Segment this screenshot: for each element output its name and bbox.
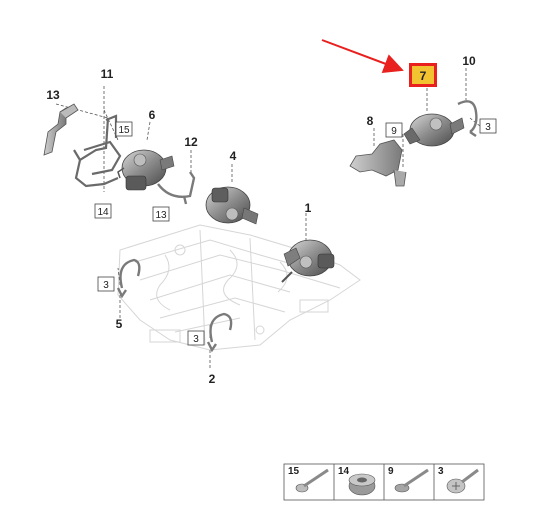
legend-label-15: 15 (288, 466, 300, 477)
callout-3b: 3 (193, 334, 199, 345)
callout-14-box[interactable]: 14 (94, 203, 112, 219)
callout-15-box[interactable]: 15 (115, 121, 133, 137)
callout-3c-box[interactable]: 3 (479, 118, 497, 134)
legend-label-3: 3 (438, 466, 444, 477)
callout-3a: 3 (103, 280, 109, 291)
callout-15: 15 (118, 125, 130, 136)
callout-13-box[interactable]: 13 (152, 206, 170, 222)
callout-10[interactable]: 10 (462, 54, 476, 68)
callout-3b-box[interactable]: 3 (187, 330, 205, 346)
fastener-legend: 15 14 9 3 (283, 463, 485, 501)
part-8-bracket[interactable] (349, 139, 407, 187)
callout-5[interactable]: 5 (116, 317, 123, 331)
callout-7-label: 7 (420, 69, 427, 83)
part-7-pump[interactable] (403, 113, 465, 147)
flange-bolt-icon (394, 468, 429, 493)
callout-4[interactable]: 4 (230, 149, 237, 163)
part-2-clamp[interactable] (206, 312, 233, 353)
callout-7-highlight[interactable]: 7 (409, 63, 437, 87)
callout-13-boxed: 13 (155, 210, 167, 221)
part-1-pump[interactable] (281, 239, 335, 283)
callout-3a-box[interactable]: 3 (97, 276, 115, 292)
legend-label-14: 14 (338, 466, 350, 477)
grommet-icon (348, 473, 376, 496)
pointer-arrow (321, 39, 404, 74)
engine-outline-ghost (117, 224, 361, 351)
part-13-bracket[interactable] (43, 103, 79, 156)
part-6-pump[interactable] (117, 149, 175, 191)
callout-8[interactable]: 8 (367, 114, 374, 128)
callout-1[interactable]: 1 (305, 201, 312, 215)
part-5-clamp[interactable] (116, 258, 141, 299)
callout-6[interactable]: 6 (149, 108, 156, 122)
callout-9-box[interactable]: 9 (385, 122, 403, 138)
legend-item-9[interactable]: 9 (388, 466, 429, 493)
part-10-clamp[interactable] (457, 100, 478, 137)
callout-3c: 3 (485, 122, 491, 133)
callout-2[interactable]: 2 (209, 372, 216, 386)
part-12-clamp[interactable] (157, 171, 196, 205)
callout-9: 9 (391, 126, 397, 137)
screw-icon (446, 468, 479, 494)
legend-label-9: 9 (388, 466, 394, 477)
callout-13[interactable]: 13 (46, 88, 60, 102)
legend-item-14[interactable]: 14 (338, 466, 376, 496)
part-4-pump[interactable] (205, 186, 259, 225)
callout-12[interactable]: 12 (184, 135, 198, 149)
callout-14: 14 (97, 207, 109, 218)
callout-11[interactable]: 11 (101, 67, 114, 81)
legend-item-15[interactable]: 15 (288, 466, 329, 493)
bolt-icon (295, 468, 329, 493)
part-11-bracket[interactable] (73, 114, 122, 188)
legend-item-3[interactable]: 3 (438, 466, 479, 494)
callout-7-fill (412, 66, 434, 84)
